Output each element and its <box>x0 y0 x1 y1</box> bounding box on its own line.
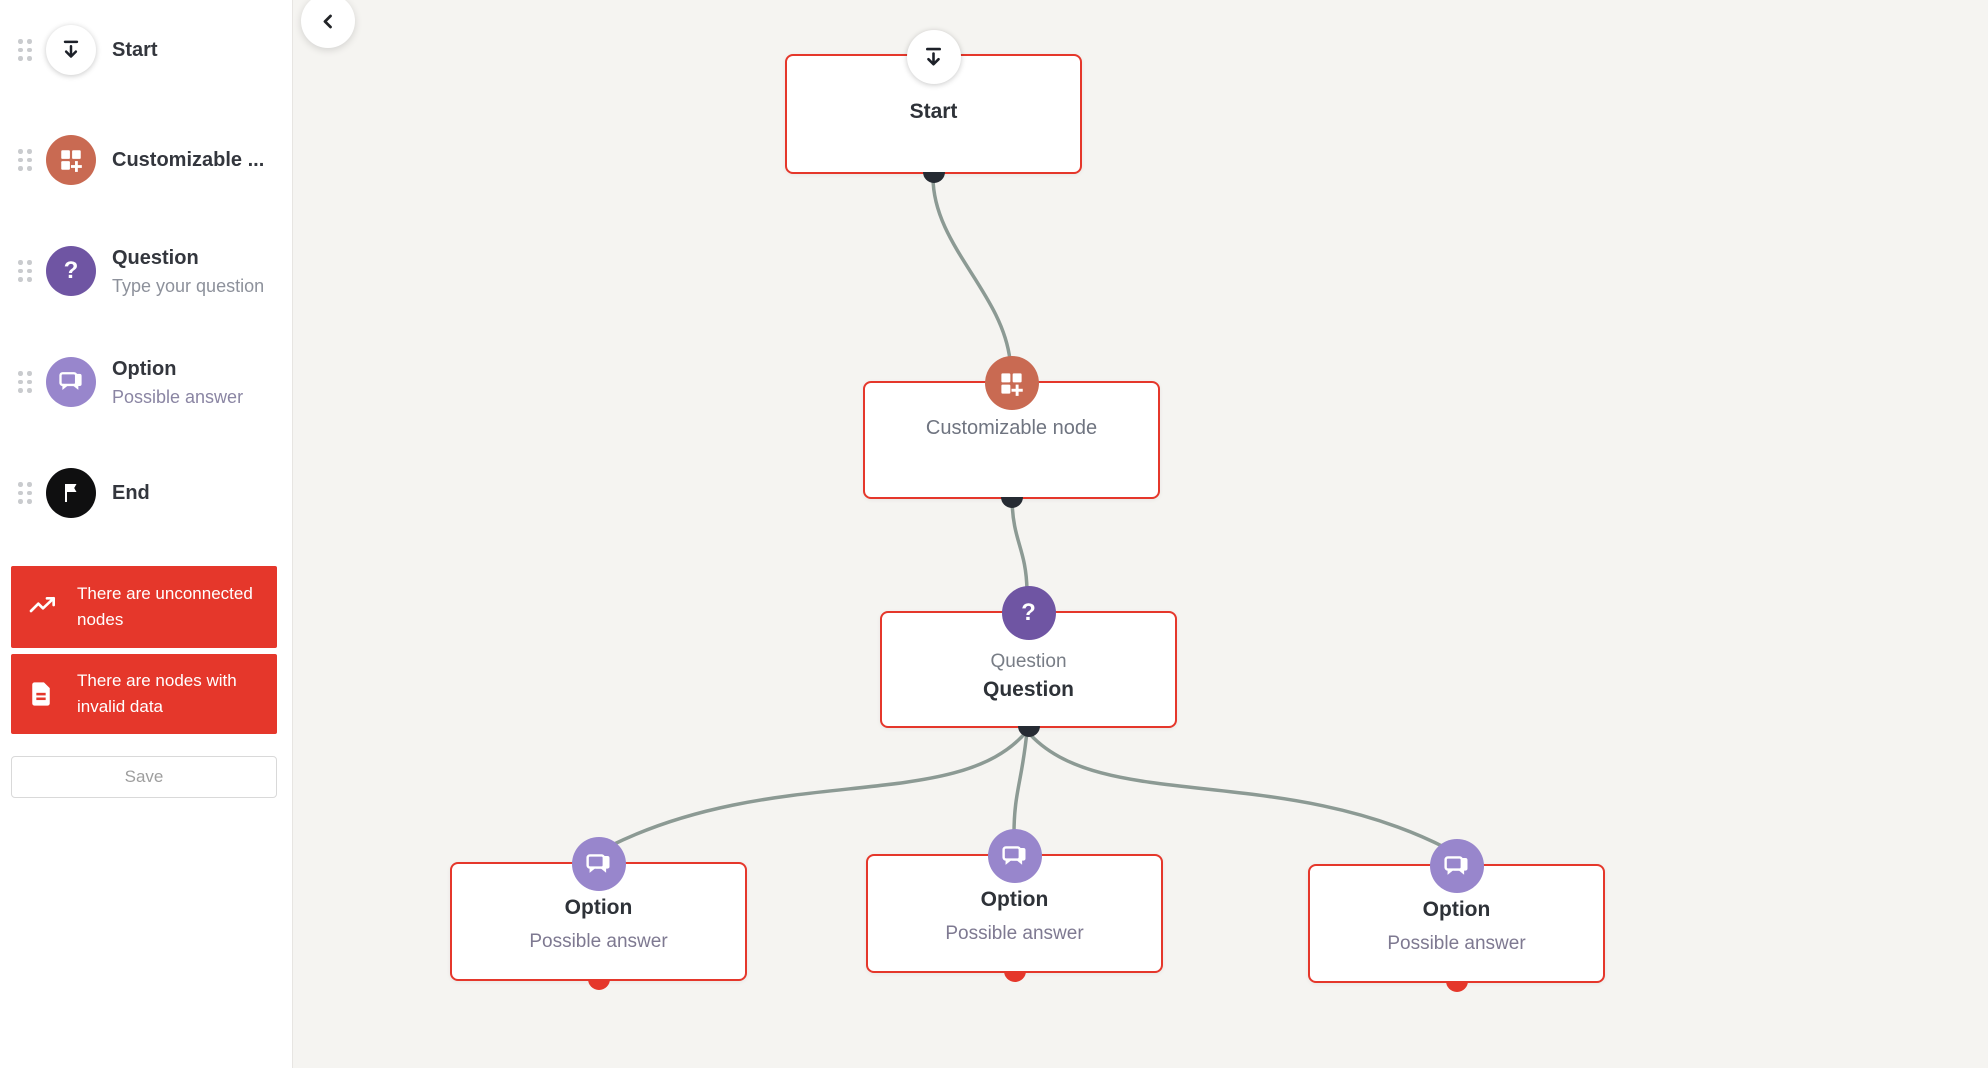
wire-start-to-customizable <box>931 175 1012 362</box>
warning-invalid-data: There are nodes with invalid data <box>11 654 277 734</box>
output-socket-unconnected[interactable] <box>1445 981 1468 992</box>
wire-question-to-option3 <box>1025 729 1448 850</box>
sidebar-item-label: Customizable ... <box>112 149 265 171</box>
node-title: Option <box>1422 898 1491 921</box>
drag-handle-icon[interactable] <box>18 482 32 504</box>
node-type-label: Question <box>990 651 1067 672</box>
sidebar-item-start[interactable]: Start <box>0 18 292 82</box>
sidebar-item-question[interactable]: ? Question Type your question <box>0 239 292 303</box>
sidebar-item-option[interactable]: Option Possible answer <box>0 350 292 414</box>
node-subtitle: Possible answer <box>945 923 1084 944</box>
wire-question-to-option2 <box>1012 729 1029 836</box>
customizable-icon <box>46 135 96 185</box>
flow-node-question[interactable]: ? Question Question <box>880 586 1177 737</box>
flow-node-customizable[interactable]: Customizable node <box>863 356 1160 508</box>
node-title: Start <box>909 100 958 123</box>
option-icon[interactable] <box>571 837 626 891</box>
option-icon <box>46 357 96 407</box>
wire-question-to-option1 <box>608 729 1029 848</box>
sidebar-item-end[interactable]: End <box>0 461 292 525</box>
warning-text: There are nodes with invalid data <box>77 671 237 716</box>
node-subtitle: Possible answer <box>1387 933 1526 954</box>
warning-text: There are unconnected nodes <box>77 584 253 629</box>
output-socket-unconnected[interactable] <box>587 979 610 990</box>
drag-handle-icon[interactable] <box>18 260 32 282</box>
node-subtitle: Possible answer <box>529 931 668 952</box>
node-title: Option <box>980 888 1049 911</box>
option-icon[interactable] <box>1429 839 1484 893</box>
flow-node-start[interactable]: Start <box>785 30 1082 183</box>
flow-node-option-2[interactable]: Option Possible answer <box>866 829 1163 982</box>
sidebar-item-customizable[interactable]: Customizable ... <box>0 128 292 192</box>
flow-node-option-3[interactable]: Option Possible answer <box>1308 839 1605 992</box>
end-flag-icon <box>46 468 96 518</box>
sidebar-item-subtitle: Possible answer <box>112 386 244 407</box>
sidebar-item-label: Start <box>112 39 158 61</box>
node-title: Option <box>564 896 633 919</box>
node-title: Question <box>982 678 1074 701</box>
wire-customizable-to-question <box>1010 498 1029 592</box>
drag-handle-icon[interactable] <box>18 149 32 171</box>
sidebar-item-label: Question <box>112 246 199 269</box>
customizable-icon[interactable] <box>984 356 1039 410</box>
output-socket[interactable] <box>1017 726 1040 737</box>
save-button[interactable]: Save <box>11 756 277 798</box>
start-icon <box>46 25 96 75</box>
node-palette-sidebar: Start Customizable ... ? <box>0 0 293 1068</box>
warning-unconnected-nodes: There are unconnected nodes <box>11 566 277 648</box>
question-icon: ? <box>46 246 96 296</box>
output-socket[interactable] <box>922 172 945 183</box>
sidebar-item-label: Option <box>112 357 177 380</box>
drag-handle-icon[interactable] <box>18 39 32 61</box>
output-socket-unconnected[interactable] <box>1003 971 1026 982</box>
chevron-left-icon <box>316 9 340 33</box>
node-title: Customizable node <box>925 417 1098 439</box>
collapse-sidebar-button[interactable] <box>301 0 355 48</box>
drag-handle-icon[interactable] <box>18 371 32 393</box>
sidebar-item-label: End <box>112 482 150 504</box>
document-icon <box>27 680 59 708</box>
option-icon[interactable] <box>987 829 1042 883</box>
flow-node-option-1[interactable]: Option Possible answer <box>450 837 747 990</box>
output-socket[interactable] <box>1000 497 1023 508</box>
question-icon[interactable]: ? <box>1001 586 1056 640</box>
start-icon[interactable] <box>906 30 961 84</box>
trending-up-icon <box>27 591 59 623</box>
sidebar-item-subtitle: Type your question <box>112 275 265 296</box>
